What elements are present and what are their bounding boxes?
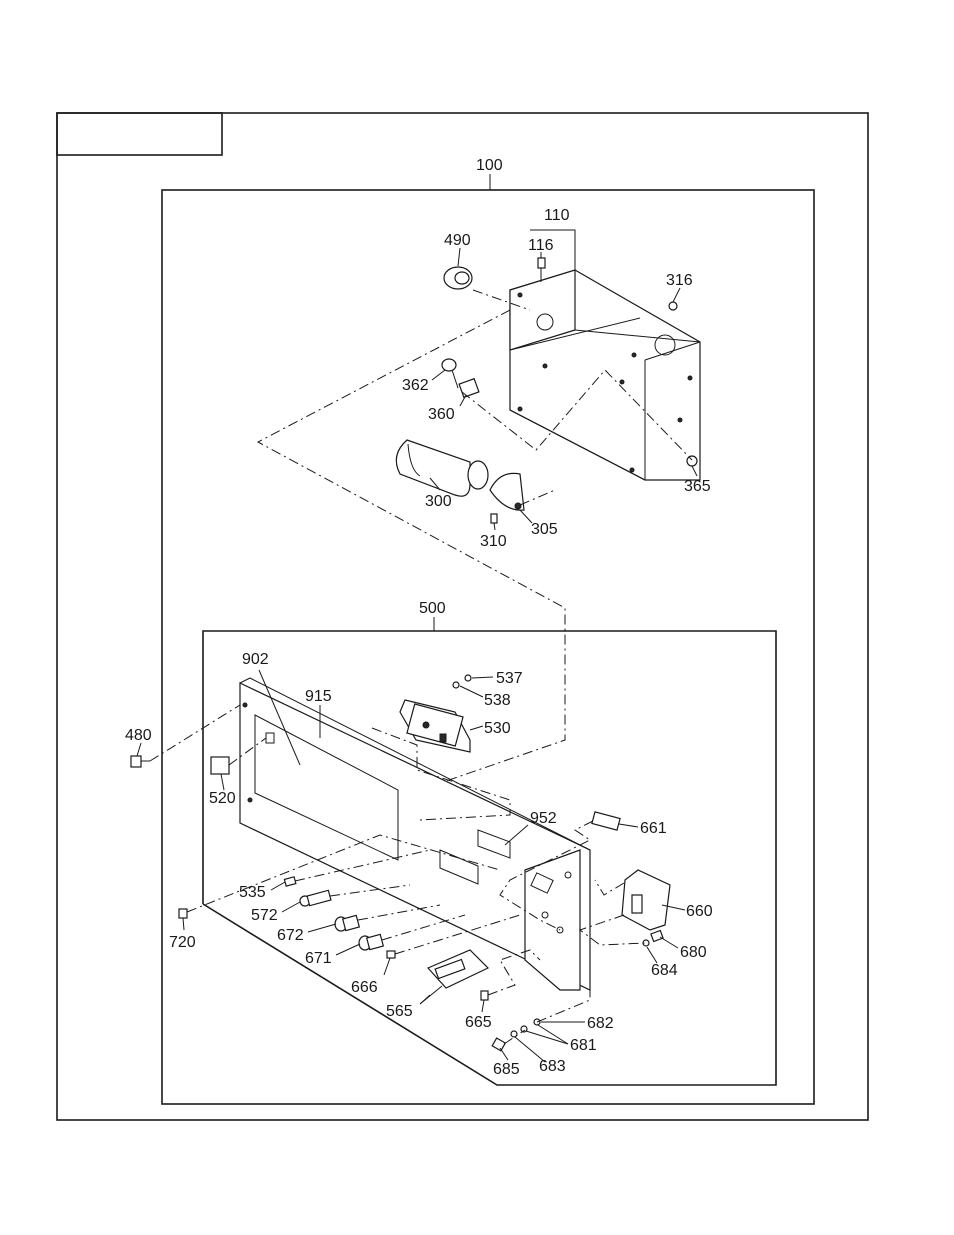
bolt-362 [442, 359, 458, 388]
screw-666 [387, 951, 395, 958]
label-300: 300 [425, 493, 452, 510]
capacitor-300 [396, 440, 488, 496]
label-666: 666 [351, 979, 378, 996]
label-565: 565 [386, 1003, 413, 1020]
label-116: 116 [528, 237, 554, 254]
control-box-housing [510, 270, 700, 480]
label-684: 684 [651, 962, 678, 979]
label-538: 538 [484, 692, 511, 709]
callout-labels: 100 110 116 316 490 362 360 365 300 305 … [125, 157, 713, 1078]
label-490: 490 [444, 232, 471, 249]
label-661: 661 [640, 820, 667, 837]
screw-535 [284, 877, 295, 886]
washer-538 [453, 682, 459, 688]
label-952: 952 [530, 810, 557, 827]
label-110: 110 [544, 207, 570, 224]
nut-365 [687, 456, 697, 466]
switch-520 [211, 757, 229, 774]
screw-480 [131, 756, 150, 767]
nut-316 [669, 302, 677, 310]
label-681: 681 [570, 1037, 597, 1054]
label-665: 665 [465, 1014, 492, 1031]
label-537: 537 [496, 670, 523, 687]
assembly-100-frame [162, 190, 814, 1104]
label-685: 685 [493, 1061, 520, 1078]
screw-310 [491, 514, 497, 523]
bracket-305 [490, 473, 524, 510]
screw-680 [651, 931, 663, 942]
label-520: 520 [209, 790, 236, 807]
fuse-holder-671 [359, 934, 383, 950]
terminal-685 [492, 1038, 505, 1051]
side-flange [525, 850, 580, 990]
label-530: 530 [484, 720, 511, 737]
title-box [57, 113, 222, 155]
label-572: 572 [251, 907, 278, 924]
clamp-360 [459, 379, 479, 398]
screw-665 [481, 991, 488, 1000]
grommet-490 [444, 267, 472, 289]
label-535: 535 [239, 884, 266, 901]
label-310: 310 [480, 533, 507, 550]
outlet-530 [400, 700, 470, 752]
label-480: 480 [125, 727, 152, 744]
label-672: 672 [277, 927, 304, 944]
label-680: 680 [680, 944, 707, 961]
label-362: 362 [402, 377, 429, 394]
receptacle-565 [428, 950, 488, 988]
screw-116 [538, 258, 545, 282]
fuse-holder-672 [335, 915, 359, 931]
label-100: 100 [476, 157, 503, 174]
label-902: 902 [242, 651, 269, 668]
label-360: 360 [428, 406, 455, 423]
label-915: 915 [305, 688, 332, 705]
label-720: 720 [169, 934, 196, 951]
label-683: 683 [539, 1058, 566, 1075]
label-671: 671 [305, 950, 332, 967]
breaker-660 [622, 870, 670, 930]
breaker-661 [592, 812, 620, 830]
nut-537 [465, 675, 471, 681]
label-316: 316 [666, 272, 693, 289]
label-500: 500 [419, 600, 446, 617]
label-682: 682 [587, 1015, 614, 1032]
label-305: 305 [531, 521, 558, 538]
screw-720 [179, 909, 187, 918]
label-660: 660 [686, 903, 713, 920]
bushing-572 [300, 890, 331, 906]
label-365: 365 [684, 478, 711, 495]
